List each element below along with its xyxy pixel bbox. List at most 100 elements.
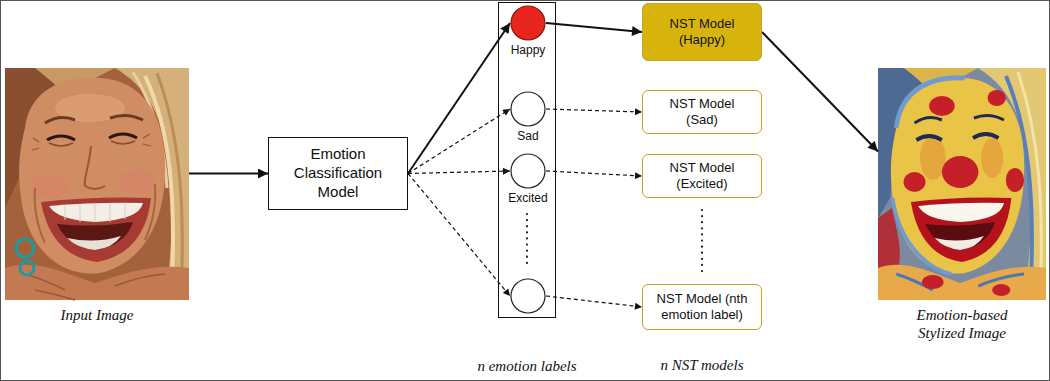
stylized-photo [878, 68, 1046, 300]
input-image-panel: Input Image [5, 68, 189, 300]
classifier-box: Emotion Classification Model [268, 137, 408, 210]
ellipsis-dots [701, 210, 703, 274]
input-photo [119, 170, 155, 194]
stylized-photo [988, 90, 1006, 106]
input-photo [111, 141, 135, 144]
connector-group [189, 23, 878, 307]
flow-arrow [546, 296, 642, 307]
input-photo [16, 239, 34, 257]
input-photo [49, 203, 143, 222]
flow-arrow [762, 32, 878, 152]
caption-holder: Input Image [5, 306, 189, 324]
stylized-photo [922, 275, 944, 289]
input-photo [110, 115, 143, 120]
box-label: Emotion Classification Model [276, 145, 400, 201]
stylized-photo [935, 236, 984, 250]
stylized-photo [918, 203, 1004, 222]
flow-arrow [546, 23, 642, 32]
flow-arrow [408, 23, 510, 174]
caption: Input Image [5, 306, 189, 324]
stylized-photo [891, 78, 1024, 274]
caption: n emotion labels [477, 357, 576, 375]
caption-holder: Emotion-based Stylized Image [906, 306, 1018, 342]
stylized-photo [981, 138, 1003, 178]
emotion-circle [510, 278, 546, 314]
input-photo [5, 68, 189, 300]
input-photo [65, 203, 125, 222]
input-photo [49, 143, 73, 146]
stylized-photo [878, 68, 1046, 300]
flow-arrow [408, 174, 510, 297]
nst-model-box: NST Model (Sad) [642, 90, 762, 134]
caption-holder: Happy [511, 43, 546, 57]
emotion-label: Happy [511, 43, 546, 57]
model-label: NST Model (Sad) [658, 96, 746, 129]
ellipsis-dots [526, 214, 528, 268]
input-photo [32, 174, 68, 198]
flow-arrow [408, 109, 510, 174]
stylized-photo [973, 134, 999, 138]
emotion-circle: Sad [510, 91, 546, 127]
stylized-photo [992, 284, 1010, 296]
input-photo [35, 188, 45, 243]
flow-arrow [408, 171, 510, 174]
stylized-photo [911, 198, 1011, 263]
nst-model-box: NST Model (nth emotion label) [642, 284, 762, 330]
stylized-photo [878, 265, 1046, 300]
input-photo [19, 78, 165, 274]
circle-outline [510, 91, 546, 127]
circle-outline [510, 5, 546, 41]
stylized-photo [974, 115, 1004, 120]
emotion-label: Sad [517, 129, 538, 143]
emotion-circle: Excited [510, 153, 546, 189]
stylized-photo [878, 78, 1046, 300]
stylized-photo [942, 156, 979, 188]
input-photo [41, 198, 151, 263]
caption: Emotion-based Stylized Image [906, 306, 1018, 342]
caption-holder: n emotion labels [477, 357, 576, 375]
circle-outline [510, 278, 546, 314]
model-label: NST Model (Excited) [658, 160, 746, 193]
flow-arrow [546, 109, 642, 112]
emotion-circle: Happy [510, 5, 546, 41]
stylized-photo [896, 78, 964, 128]
input-photo [57, 222, 133, 250]
input-photo [45, 118, 75, 123]
nst-model-box: NST Model (Excited) [642, 154, 762, 198]
stylized-photo [916, 136, 942, 140]
model-label: NST Model (Happy) [658, 16, 746, 49]
input-photo [20, 261, 34, 275]
flow-arrow [546, 171, 642, 176]
circle-outline [511, 92, 545, 126]
emotion-label: Excited [508, 191, 547, 205]
input-photo [25, 274, 165, 300]
input-photo [47, 136, 75, 140]
stylized-photo [915, 118, 942, 123]
stylized-photo [925, 222, 994, 250]
caption-holder: Sad [517, 129, 538, 143]
input-photo [85, 146, 105, 189]
circle-outline [511, 279, 545, 313]
circle-outline [511, 154, 545, 188]
model-label: NST Model (nth emotion label) [650, 291, 754, 324]
stylized-photo [920, 136, 946, 180]
label-column: HappySadExcitedn emotion labels [498, 2, 556, 318]
circle-outline [511, 6, 545, 40]
caption-holder: Excited [508, 191, 547, 205]
axis-caption: n NST models [660, 356, 743, 374]
stylized-photo [904, 172, 926, 192]
input-photo [5, 68, 189, 300]
circle-outline [510, 153, 546, 189]
input-photo [109, 134, 137, 138]
flow-arrow [189, 173, 268, 175]
stylized-photo [1006, 168, 1024, 192]
input-photo [67, 236, 121, 250]
caption-holder: n NST models [660, 356, 743, 374]
output-image-panel: Emotion-based Stylized Image [878, 68, 1046, 300]
nst-model-box: NST Model (Happy) [642, 3, 762, 61]
